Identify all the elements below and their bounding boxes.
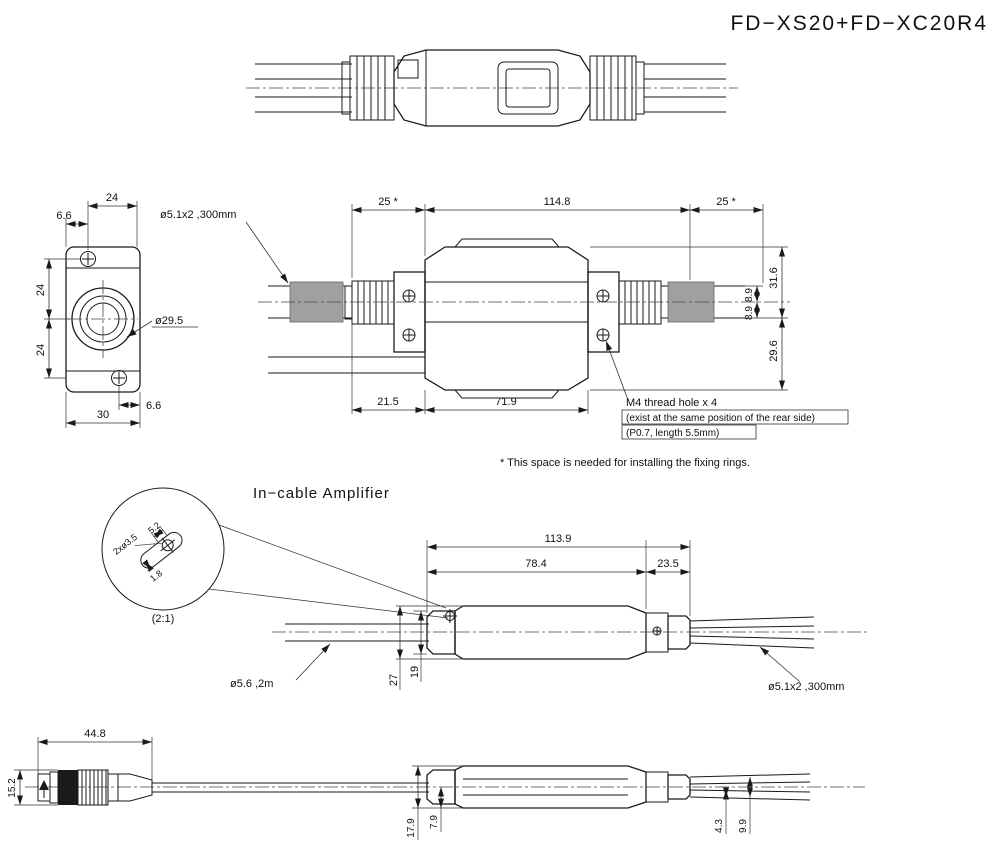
amplifier-top-body xyxy=(393,49,591,127)
dim-detail-h: 1.8 xyxy=(148,568,164,584)
fixing-space-note: * This space is needed for installing th… xyxy=(500,457,750,469)
dim-label: 6.6 xyxy=(56,210,71,222)
dim-cable-top: 8.9 xyxy=(744,288,755,302)
cable-spec-callout: ø5.1x2 ,300mm xyxy=(160,209,289,284)
cable-spec-label: ø5.1x2 ,300mm xyxy=(160,209,236,221)
dim-main-right: 8.9 8.9 31.6 29.6 xyxy=(590,246,788,391)
cable-right-label: ø5.1x2 ,300mm xyxy=(768,681,844,693)
dim-h3: 4.3 xyxy=(714,819,725,833)
dim-cable-bottom: 8.9 xyxy=(744,306,755,320)
dim-label: ø29.5 xyxy=(155,315,183,327)
dim-head-top-width: 24 xyxy=(87,192,138,250)
dim-total: 113.9 xyxy=(545,533,572,545)
dim-h-bottom: 29.6 xyxy=(768,340,780,361)
dim-amp-heights: 27 19 xyxy=(388,605,463,690)
keying-arrow-icon xyxy=(39,780,49,790)
drawing-title: FD−XS20+FD−XC20R4 xyxy=(730,12,988,35)
top-assembly-view xyxy=(246,49,738,127)
dim-connector-diameter: 15.2 xyxy=(7,769,58,806)
dim-h4: 9.9 xyxy=(738,819,749,833)
right-cable-nut xyxy=(618,280,662,325)
dim-label: 30 xyxy=(97,409,109,421)
amplifier-side-view: 113.9 78.4 23.5 27 19 ø5.6 ,2m xyxy=(230,533,868,693)
dim-detail-holes: 2xø3.5 xyxy=(111,532,139,557)
dim-offset: 21.5 xyxy=(377,396,398,408)
right-nut-flange xyxy=(635,61,645,115)
dim-lens-diameter: ø29.5 xyxy=(126,315,198,338)
m4-note-line1: M4 thread hole x 4 xyxy=(626,397,717,409)
dim-bottom-right-heights: 4.3 9.9 xyxy=(714,777,753,834)
amp-body xyxy=(454,605,647,660)
dim-label: 6.6 xyxy=(146,400,161,412)
dim-space-right: 25 * xyxy=(716,196,736,208)
m4-note-line3: (P0.7, length 5.5mm) xyxy=(626,428,719,439)
dim-h-clamp: 27 xyxy=(388,674,400,686)
amp-end-cap xyxy=(667,615,691,650)
head-screw-bottom xyxy=(111,370,127,386)
connector-band xyxy=(58,770,78,805)
dim-connector-length: 44.8 xyxy=(37,728,153,780)
dim-h-body: 19 xyxy=(409,666,421,678)
amp-cable-left-callout: ø5.6 ,2m xyxy=(230,643,331,690)
dim-label: 24 xyxy=(35,284,47,296)
dim-detail-w: 5.2 xyxy=(146,520,162,536)
dim-main-top: 25 * 114.8 25 * xyxy=(351,196,764,283)
connector-boot xyxy=(117,773,153,802)
dim-h1: 17.9 xyxy=(406,818,417,838)
dim-body: 71.9 xyxy=(495,396,516,408)
dim-rear: 23.5 xyxy=(657,558,678,570)
main-body xyxy=(424,246,589,391)
dim-label: 24 xyxy=(106,192,118,204)
m4-note-line2: (exist at the same position of the rear … xyxy=(626,413,815,424)
cable-left-label: ø5.6 ,2m xyxy=(230,678,273,690)
dim-space-left: 25 * xyxy=(378,196,398,208)
dim-head-bottom-width: 30 xyxy=(65,392,141,428)
dim-conn-len: 44.8 xyxy=(84,728,105,740)
head-screw-top xyxy=(80,251,96,267)
dim-bottom-left-heights: 17.9 7.9 xyxy=(406,765,463,840)
head-body xyxy=(65,246,141,393)
detail-scale-label: (2:1) xyxy=(152,613,175,625)
dim-h-top: 31.6 xyxy=(768,267,780,288)
display-window xyxy=(505,68,551,108)
detail-view: 5.2 1.8 2xø3.5 (2:1) xyxy=(101,487,449,625)
connector xyxy=(37,769,153,806)
dim-label: 24 xyxy=(35,344,47,356)
dim-amp-top: 113.9 78.4 23.5 xyxy=(426,533,691,616)
dim-h2: 7.9 xyxy=(429,815,440,829)
detail-circle xyxy=(101,487,225,611)
main-side-view: 25 * 114.8 25 * ø5.1x2 ,300mm 8.9 8.9 31… xyxy=(160,196,849,469)
amp-cap-bottom xyxy=(667,774,691,800)
bottom-view: 44.8 15.2 17.9 7.9 4.3 9.9 xyxy=(7,728,865,840)
dim-head-side: 24 24 xyxy=(35,258,80,379)
dim-conn-dia: 15.2 xyxy=(7,778,18,798)
amp-cable-right-callout: ø5.1x2 ,300mm xyxy=(759,646,844,693)
dim-head-top-offset: 6.6 xyxy=(56,210,88,247)
head-front-view: 24 6.6 24 24 ø29.5 6.6 xyxy=(35,192,198,428)
dim-front: 78.4 xyxy=(525,558,546,570)
amplifier-section: In−cable Amplifier 5.2 1.8 2xø3.5 xyxy=(101,485,868,693)
dim-head-bottom-offset: 6.6 xyxy=(118,386,161,412)
section-heading: In−cable Amplifier xyxy=(253,485,390,502)
dim-length: 114.8 xyxy=(544,196,571,208)
dim-main-bottom: 21.5 71.9 xyxy=(351,324,589,414)
m4-note: M4 thread hole x 4 (exist at the same po… xyxy=(605,340,849,440)
